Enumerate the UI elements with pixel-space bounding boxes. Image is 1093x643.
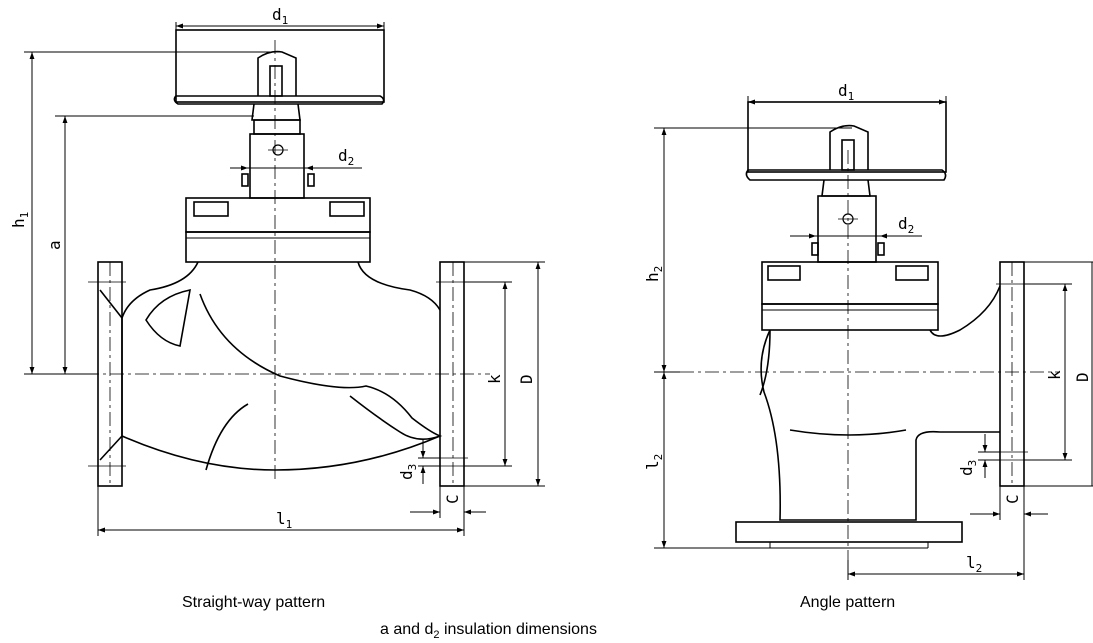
label-a: a <box>45 240 64 250</box>
label-l2-horizontal: l2 <box>966 553 982 575</box>
label-d2: d2 <box>898 214 914 236</box>
handwheel-envelope <box>747 101 947 173</box>
label-C: C <box>443 494 462 504</box>
handwheel-rim <box>173 95 385 105</box>
angle-valve <box>680 101 1060 580</box>
label-D: D <box>1073 372 1092 382</box>
label-l2-vertical: l2 <box>643 454 665 470</box>
label-d3: d3 <box>397 464 419 480</box>
caption-prefix: a and d <box>380 621 434 638</box>
valve-body-outline <box>760 329 1000 521</box>
valve-body-outline <box>121 261 441 471</box>
handwheel-envelope <box>175 29 385 103</box>
label-d1: d1 <box>838 81 854 103</box>
straight-way-labels: d1 d2 d3 h1 a k D C l1 <box>9 5 536 531</box>
label-d2: d2 <box>338 146 354 168</box>
straight-way-valve <box>60 29 490 487</box>
handwheel-hub <box>257 50 297 96</box>
label-k: k <box>1045 370 1064 380</box>
caption-subscript: 2 <box>433 629 440 642</box>
outlet-flange <box>439 261 465 487</box>
caption-straight-way-pattern: Straight-way pattern <box>182 594 326 611</box>
side-flange <box>999 261 1025 487</box>
caption-insulation-dimensions: a and d2 insulation dimensions <box>380 621 597 641</box>
label-d1: d1 <box>272 5 288 27</box>
label-k: k <box>485 374 504 384</box>
caption-suffix: insulation dimensions <box>439 621 597 638</box>
label-C: C <box>1003 494 1022 504</box>
angle-labels: d1 d2 d3 h2 l2 k D C l2 <box>643 81 1092 575</box>
angle-dimensions <box>654 96 1093 580</box>
label-l1: l1 <box>276 509 292 531</box>
caption-angle-pattern: Angle pattern <box>800 594 896 611</box>
label-h1: h1 <box>9 212 31 228</box>
label-d3: d3 <box>957 460 979 476</box>
straight-way-dimensions <box>24 22 545 536</box>
label-h2: h2 <box>643 266 665 282</box>
bottom-flange <box>735 521 963 543</box>
label-D: D <box>517 374 536 384</box>
